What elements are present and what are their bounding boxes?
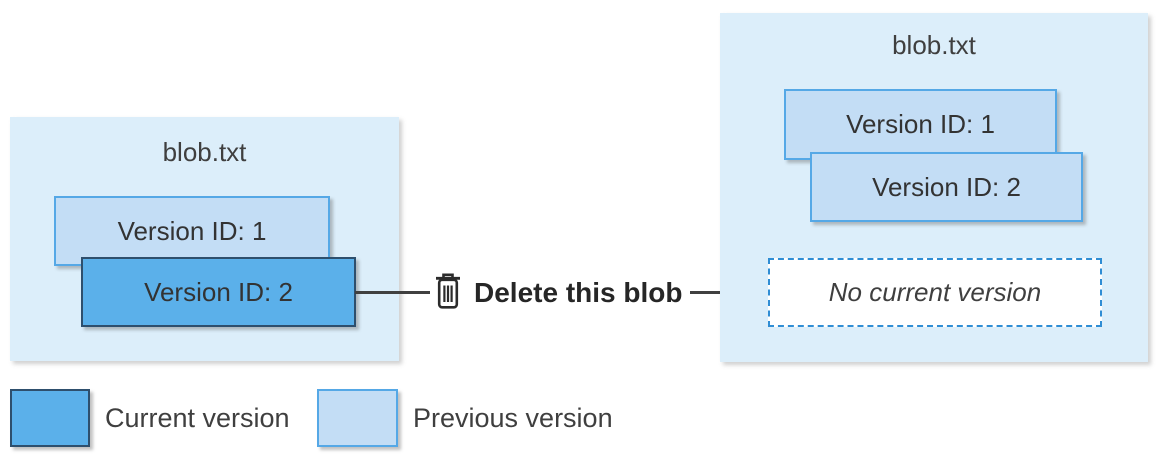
version-box-1-before: Version ID: 1 [54, 196, 330, 266]
legend-label-previous-version: Previous version [413, 402, 613, 433]
legend-label-current-version: Current version [105, 402, 290, 433]
blob-container-after: blob.txt Version ID: 1 Version ID: 2 No … [720, 13, 1148, 362]
no-current-version-box: No current version [768, 258, 1102, 327]
legend-swatch-current-version [10, 389, 90, 447]
blob-title-before: blob.txt [162, 137, 247, 167]
version-label: Version ID: 1 [846, 109, 995, 139]
blob-container-before: blob.txt Version ID: 1 Version ID: 2 [10, 117, 399, 361]
version-label: Version ID: 1 [117, 215, 267, 246]
trash-icon [433, 271, 463, 316]
version-label: Version ID: 2 [144, 276, 293, 307]
legend-swatch-previous-version [317, 389, 398, 447]
connector-line-left [355, 291, 430, 294]
no-current-version-label: No current version [828, 277, 1042, 307]
version-label: Version ID: 2 [872, 171, 1021, 202]
version-box-2-before: Version ID: 2 [81, 257, 356, 327]
blob-title-after: blob.txt [892, 30, 976, 60]
version-box-1-after: Version ID: 1 [784, 89, 1057, 160]
version-box-2-after: Version ID: 2 [810, 152, 1083, 222]
action-label: Delete this blob [474, 277, 683, 308]
